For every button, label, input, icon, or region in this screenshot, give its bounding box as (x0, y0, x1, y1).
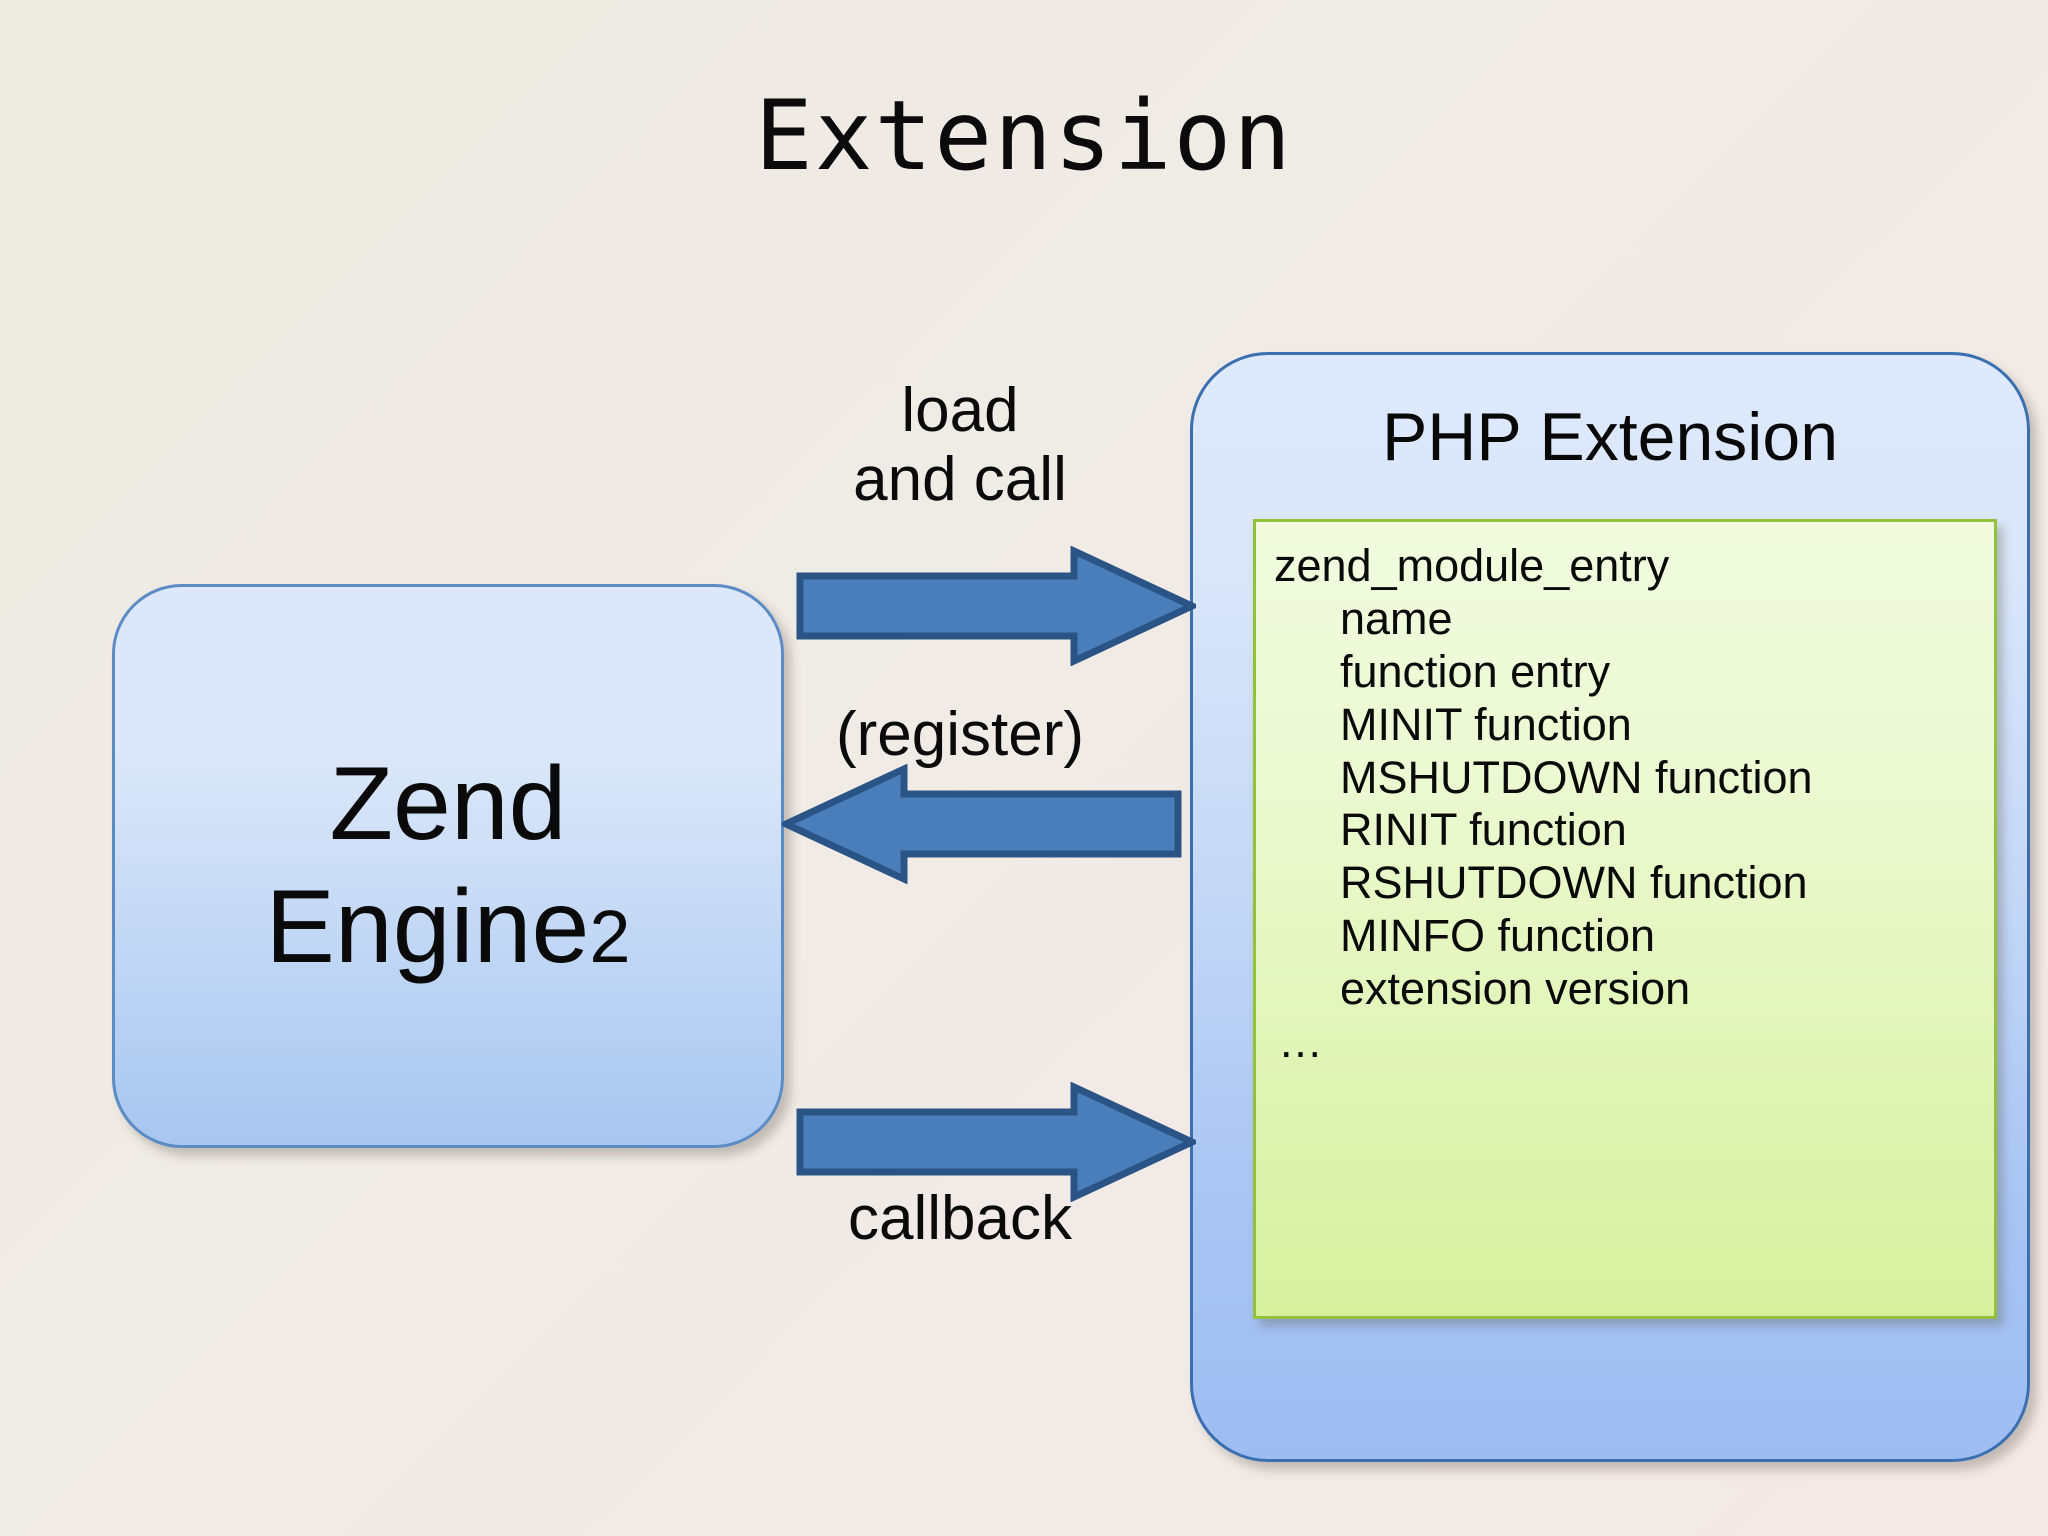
zend-engine-box: Zend Engine2 (112, 584, 784, 1148)
arrow-load-and-call-icon (796, 546, 1196, 666)
zend-box-line-2-text: Engine (265, 869, 590, 985)
zend-module-entry-box: zend_module_entry name function entry MI… (1253, 519, 1997, 1319)
zend-box-line-1: Zend (329, 746, 567, 863)
module-entry-line-ellipsis: … (1278, 1015, 1326, 1067)
arrow-label-callback-text: callback (848, 1184, 1072, 1253)
php-extension-title: PHP Extension (1381, 399, 1839, 475)
zend-box-line-2: Engine2 (266, 866, 631, 989)
arrow-label-callback: callback (760, 1184, 1160, 1253)
module-entry-line: RINIT function (1340, 804, 1627, 856)
module-entry-line: extension version (1340, 963, 1691, 1014)
module-entry-line: MINFO function (1340, 910, 1656, 962)
module-entry-line: MSHUTDOWN function (1340, 751, 1813, 803)
arrow-register-icon (782, 764, 1182, 884)
page-title: Extension (754, 80, 1294, 192)
module-entry-line: RSHUTDOWN function (1340, 857, 1808, 909)
arrow-callback-icon (796, 1082, 1196, 1202)
arrow-label-load-line-1: load (901, 376, 1019, 445)
module-entry-line: zend_module_entry (1274, 540, 1670, 591)
module-entry-line: MINIT function (1340, 698, 1632, 750)
zend-box-line-2-numeral: 2 (589, 895, 631, 978)
module-entry-line: function entry (1340, 645, 1611, 697)
module-entry-line: name (1340, 592, 1453, 644)
arrow-label-register: (register) (760, 700, 1160, 769)
arrow-label-register-text: (register) (835, 700, 1085, 769)
arrow-label-load-line-2: and call (853, 445, 1067, 515)
arrow-label-load-and-call: load and call (760, 376, 1160, 515)
